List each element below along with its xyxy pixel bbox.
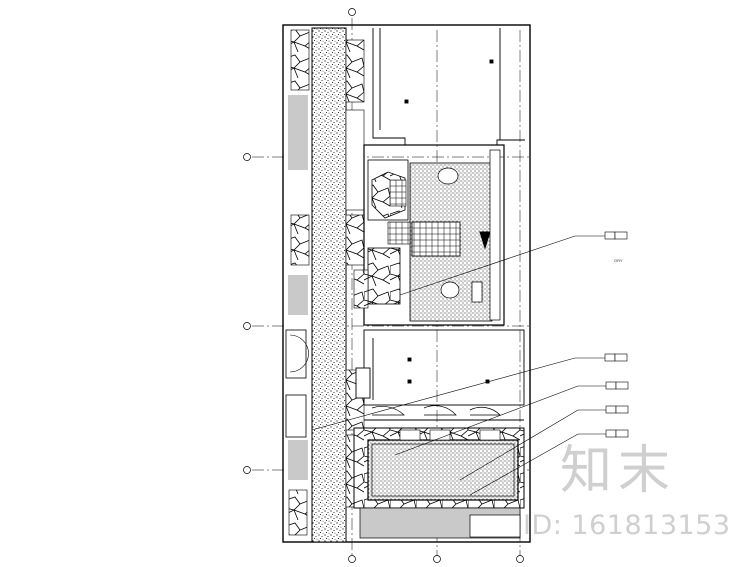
top-room: [372, 28, 525, 146]
bottom-feature: [353, 427, 525, 539]
drawing-tag: GRY: [614, 258, 623, 263]
door-swings: [364, 405, 524, 421]
callout-leaders: [311, 235, 606, 496]
watermark-logo: 知末: [560, 441, 677, 501]
middle-room: [355, 329, 525, 406]
watermark-id: ID: 161813153: [523, 510, 731, 541]
left-corridor-zone: [284, 26, 312, 541]
bathroom-suite: [353, 144, 505, 326]
axis-bubbles: [243, 8, 524, 563]
callout-tags: [604, 231, 629, 438]
stippled-corridor: [311, 27, 347, 543]
stone-strip: [345, 39, 369, 508]
outer-walls: [282, 24, 531, 543]
